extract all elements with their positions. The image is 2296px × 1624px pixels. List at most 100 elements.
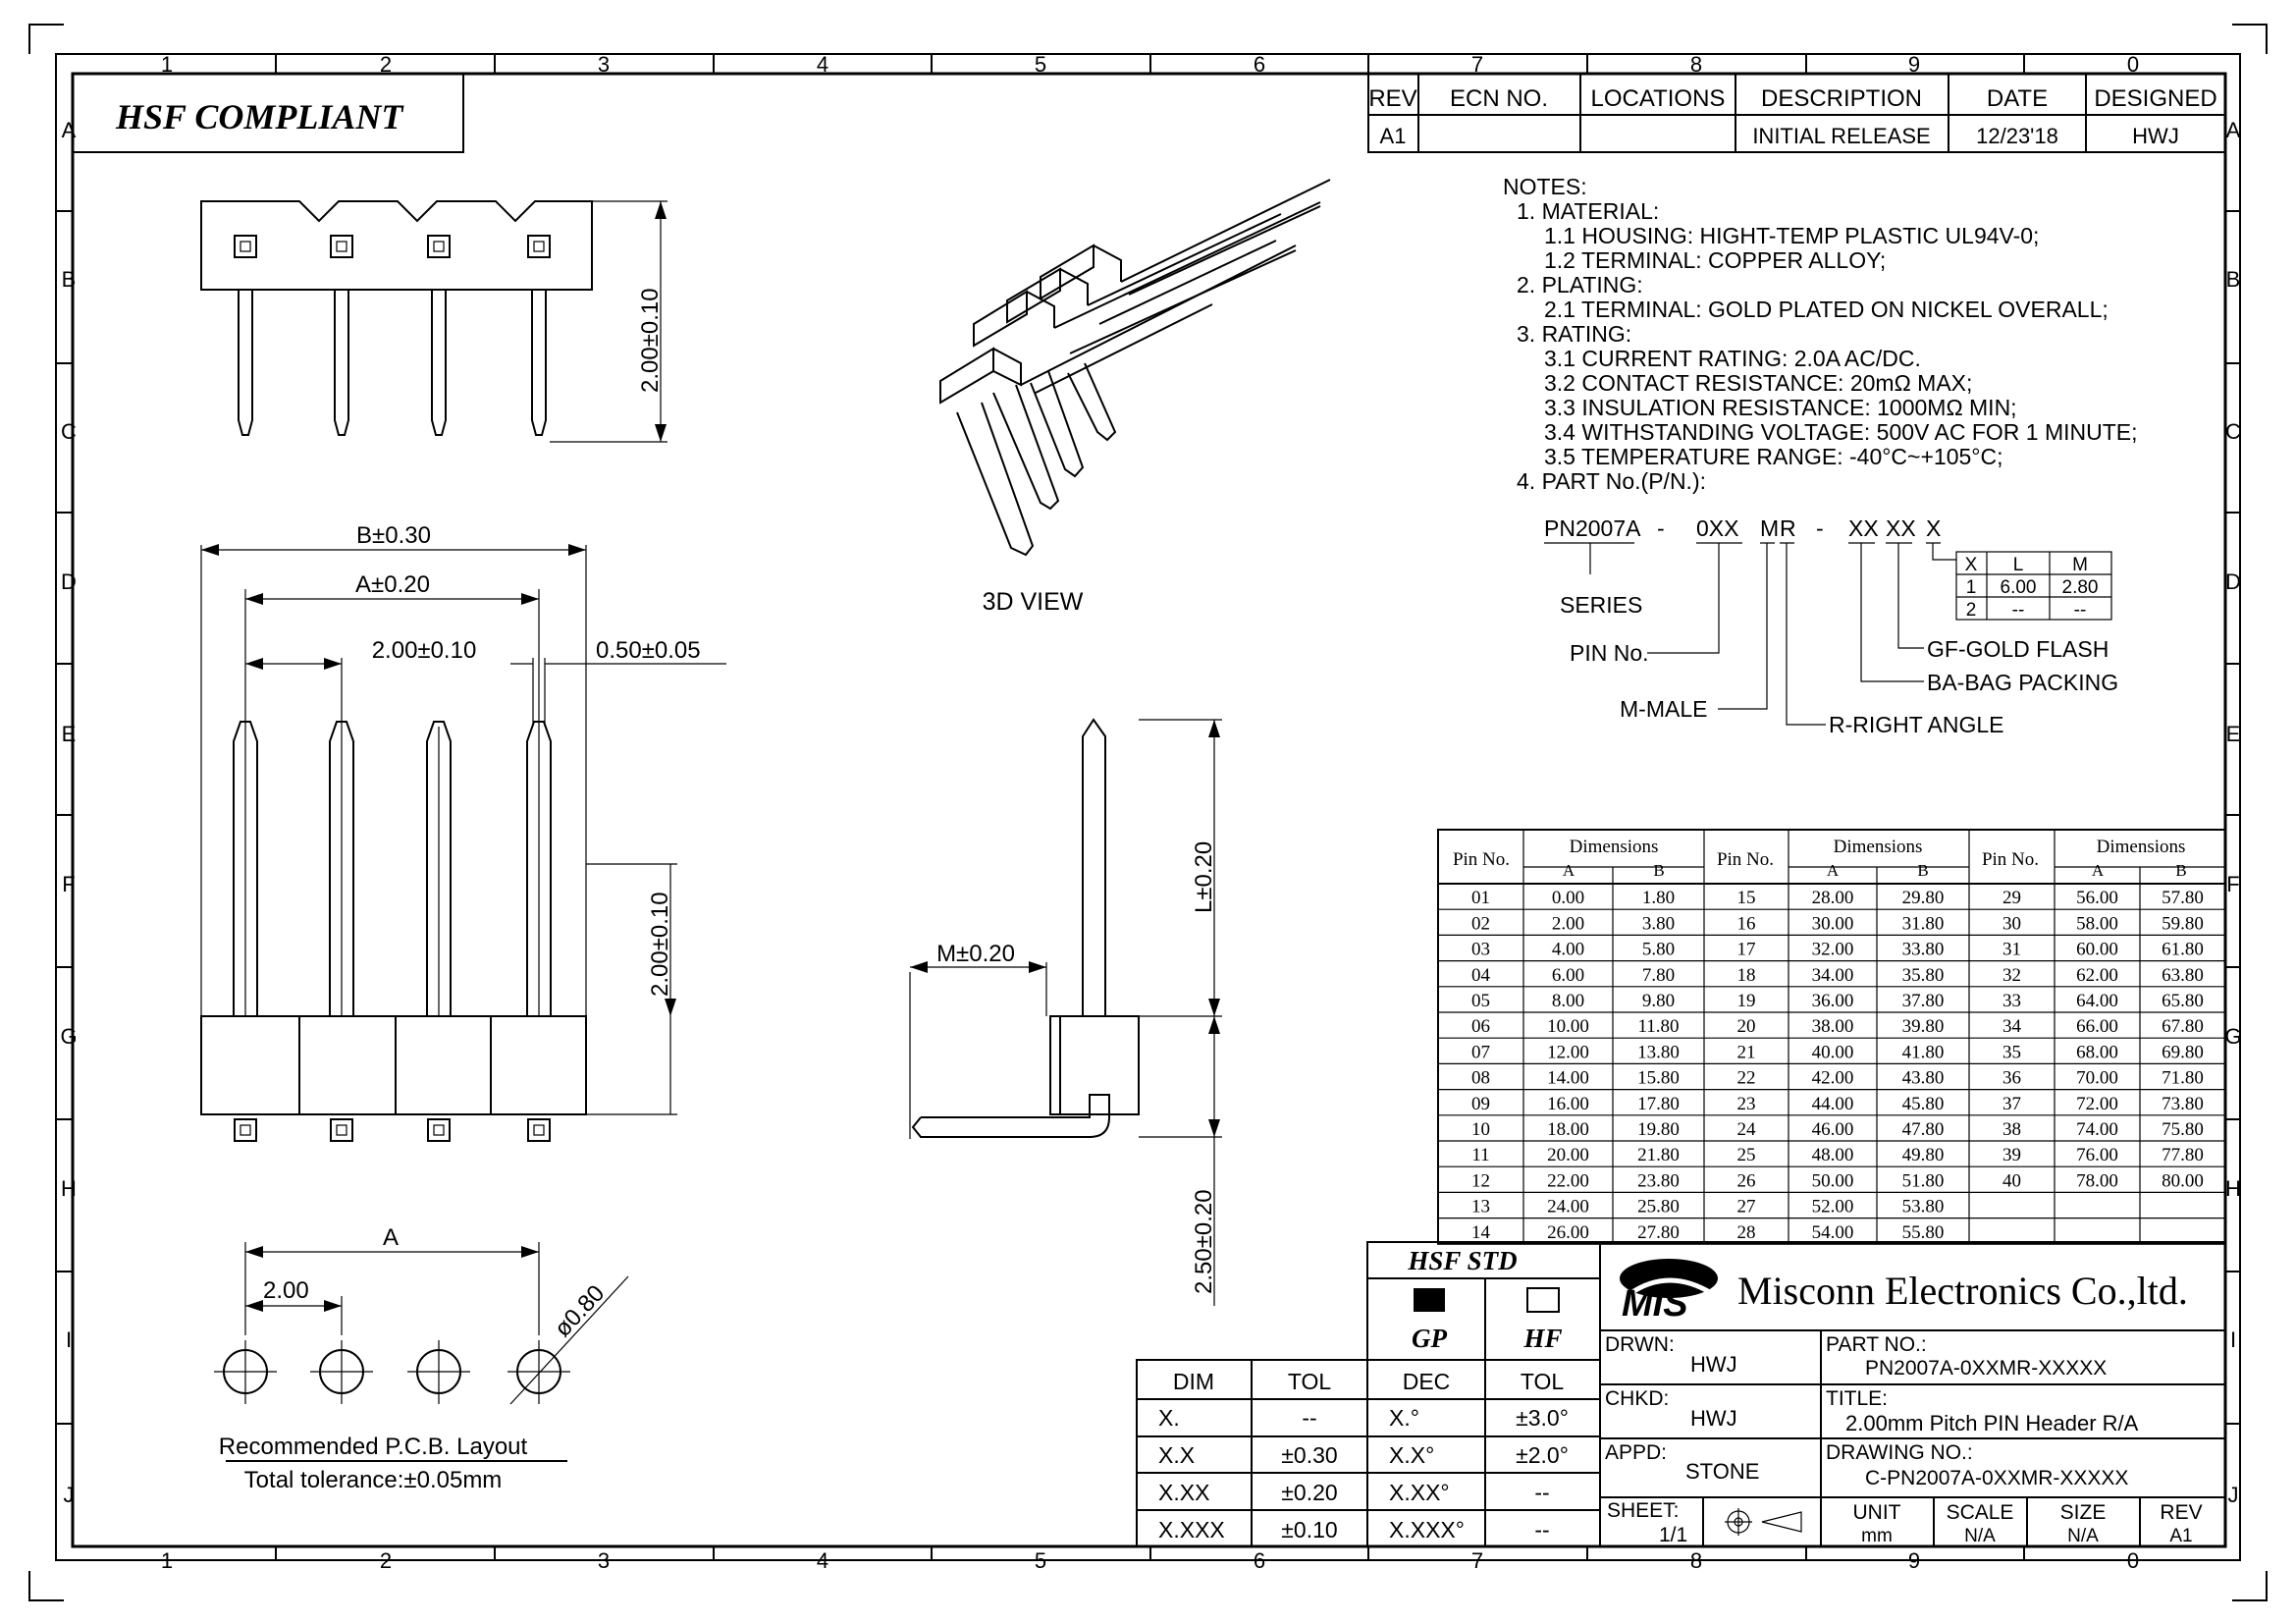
table-cell: 18.00 [1547,1119,1589,1140]
table-cell: 61.80 [2162,940,2204,960]
table-cell: 3.80 [1642,913,1675,934]
pin-square-inner [433,241,445,252]
corner-marks [28,24,2268,1601]
zone-column-label: 2 [380,1548,392,1573]
note-line: 2.1 TERMINAL: GOLD PLATED ON NICKEL OVER… [1544,297,2109,322]
tolerance-cell: -- [1534,1480,1549,1505]
pn-r: R [1780,515,1796,541]
pcb-layout: A 2.00 ø0.80 Recommended P.C.B. Layout T… [214,1224,629,1493]
table-cell: 40 [2002,1170,2021,1191]
table-cell: 7.80 [1642,965,1675,986]
table-cell: 34.00 [1812,965,1854,986]
zone-row-label: B [62,267,77,292]
dims-header: Dimensions [1834,837,1923,857]
zone-row-label: F [2226,872,2239,896]
zone-column-label: 3 [598,1548,610,1573]
hsf-std-box: HSF STD GP HF [1366,1241,1601,1361]
table-cell: 75.80 [2162,1119,2204,1140]
side-view: L±0.20 2.50±0.20 M±0.20 [909,718,1222,1306]
pin-leg [334,290,349,436]
locations-header: LOCATIONS [1591,85,1726,112]
table-cell: 36 [2002,1068,2021,1089]
table-cell: 46.00 [1812,1119,1854,1140]
part-number-breakdown: PN2007A - 0XX M R - XX XX X SERIES PIN N… [1544,515,2118,737]
table-cell: 15 [1737,888,1756,908]
zone-row-label: A [2226,118,2241,142]
table-cell: 38.00 [1812,1016,1854,1037]
table-cell: 24 [1737,1119,1757,1140]
table-cell: 26.00 [1547,1222,1589,1243]
chkd-value: HWJ [1690,1406,1737,1431]
dims-a-header: A [2092,861,2105,880]
table-cell: 36.00 [1812,991,1854,1011]
zone-row-label: G [60,1024,77,1049]
lm-cell: -- [2012,600,2025,621]
dims-b-header: B [1917,861,1928,880]
drawing-no-value: C-PN2007A-0XXMR-XXXXX [1865,1467,2128,1489]
zone-row-label: H [2225,1176,2241,1201]
table-cell: 20.00 [1547,1145,1589,1165]
designed-header: DESIGNED [2094,85,2216,112]
table-cell: 77.80 [2162,1145,2204,1165]
table-cell: 49.80 [1902,1145,1945,1165]
note-line: 3. RATING: [1517,321,1631,347]
table-cell: 37.80 [1902,991,1945,1011]
note-line: 3.2 CONTACT RESISTANCE: 20mΩ MAX; [1544,370,1972,396]
description-header: DESCRIPTION [1761,85,1922,112]
zone-row-label: B [2226,267,2241,292]
tolerance-cell: -- [1302,1405,1316,1431]
pn-pins: 0XX [1696,515,1738,541]
note-line: 3.3 INSULATION RESISTANCE: 1000MΩ MIN; [1544,395,2017,420]
dim-2-50: 2.50±0.20 [1191,1189,1217,1294]
table-cell: 14 [1471,1222,1491,1243]
lm-head-l: L [2013,555,2024,575]
note-line: 3.5 TEMPERATURE RANGE: -40°C~+105°C; [1544,444,2002,469]
pn-bag-label: BA-BAG PACKING [1927,670,2118,695]
pn-pin-label: PIN No. [1570,640,1649,666]
dim-a: A±0.20 [355,571,430,598]
appd-value: STONE [1685,1459,1759,1484]
table-cell: 28.00 [1812,888,1854,908]
table-cell: 30.00 [1812,913,1854,934]
table-cell: 27 [1737,1197,1756,1218]
zone-row-label: C [2225,419,2241,444]
tol-header-tol: TOL [1288,1369,1332,1394]
table-cell: 52.00 [1812,1197,1854,1218]
zone-column-label: 9 [1908,52,1920,77]
table-cell: 73.80 [2162,1094,2204,1114]
tolerance-cell: ±0.20 [1281,1480,1337,1505]
description-value: INITIAL RELEASE [1752,124,1930,148]
dims-header: Dimensions [2097,837,2186,857]
zone-column-label: 4 [817,1548,828,1573]
table-cell: 09 [1471,1094,1490,1114]
zone-row-label: C [61,419,77,444]
zone-row-label: I [66,1327,72,1352]
revision-table: REV ECN NO. LOCATIONS DESCRIPTION DATE D… [1367,73,2226,153]
table-cell: 27.80 [1637,1222,1680,1243]
dim-m: M±0.20 [936,941,1015,967]
table-cell: 50.00 [1812,1170,1854,1191]
company-logo: MIS [1620,1259,1718,1325]
table-cell: 35.80 [1902,965,1945,986]
zone-column-label: 8 [1690,1548,1702,1573]
title-value: 2.00mm Pitch PIN Header R/A [1845,1411,2139,1435]
pin-square-inner [336,241,347,252]
pin-square [527,235,551,258]
pn-base: PN2007A [1544,515,1641,541]
dims-header: Dimensions [1570,837,1659,857]
table-cell: 24.00 [1547,1197,1589,1218]
pn-male-label: M-MALE [1620,696,1707,722]
lm-cell: 2.80 [2062,577,2099,598]
pin-leg [431,290,447,436]
table-cell: 76.00 [2076,1145,2118,1165]
lm-cell: 1 [1966,577,1977,598]
gp-label: GP [1412,1324,1447,1353]
lm-cell: 2 [1966,600,1977,621]
pin-end [427,1118,451,1142]
table-cell: 07 [1471,1042,1490,1062]
table-cell: 23 [1737,1094,1756,1114]
appd-label: APPD: [1605,1441,1667,1464]
table-cell: 53.80 [1902,1197,1945,1218]
